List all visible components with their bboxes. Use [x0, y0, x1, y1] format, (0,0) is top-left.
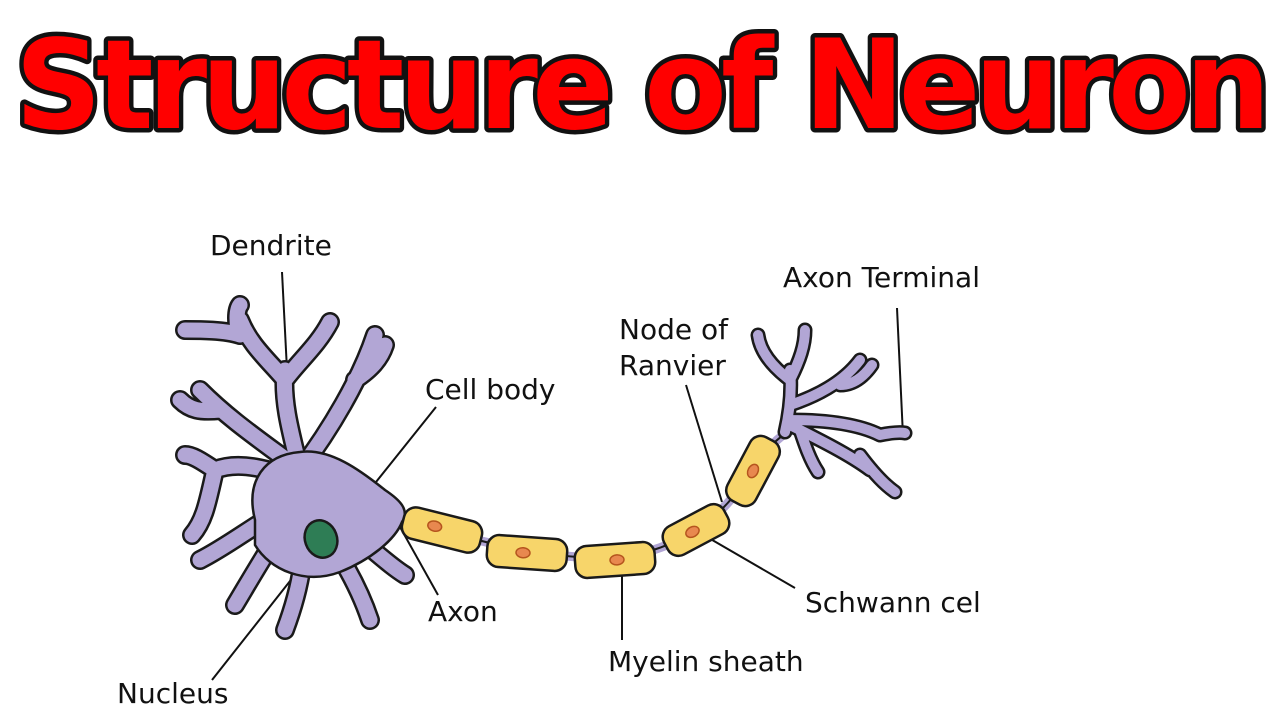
schwann-nucleus — [609, 554, 625, 566]
axon-leader — [399, 526, 439, 596]
node-of-ranvier-label: Node of Ranvier — [619, 312, 728, 385]
myelin-segment — [661, 502, 731, 558]
myelin-segment — [573, 540, 657, 580]
myelin-sheath-segments — [400, 434, 782, 580]
title-banner: Structure of Neuron — [11, 10, 1276, 161]
node-of-ranvier-leader — [685, 384, 723, 503]
schwann-nucleus — [427, 520, 443, 533]
myelin-segment — [724, 434, 782, 508]
schwann-nucleus — [746, 463, 760, 479]
schwann-nucleus — [515, 546, 531, 559]
leader-lines — [211, 271, 904, 681]
schwann-cell-label: Schwann cel — [805, 586, 981, 619]
schwann-nucleus — [685, 525, 700, 539]
page-title: Structure of Neuron — [15, 14, 1265, 158]
myelin-segment — [400, 506, 484, 554]
dendrite-leader — [281, 271, 288, 371]
axon-label: Axon — [428, 595, 498, 628]
myelin-sheath-label: Myelin sheath — [608, 645, 804, 678]
node-of-ranvier-line1: Node of — [619, 313, 728, 346]
myelin-segment — [485, 533, 569, 573]
neuron-diagram — [0, 160, 1280, 720]
cell-body-leader — [367, 406, 437, 493]
axon-terminal-leader — [896, 307, 904, 437]
nucleus-label: Nucleus — [117, 677, 229, 710]
neuron-illustration — [170, 271, 913, 681]
cell-body-label: Cell body — [425, 373, 556, 406]
node-of-ranvier-line2: Ranvier — [619, 349, 726, 383]
nucleus — [303, 519, 339, 559]
dendrite-label: Dendrite — [210, 229, 332, 262]
cell-body — [251, 450, 407, 579]
axon-terminal-branches — [750, 322, 913, 500]
axon-terminal-label: Axon Terminal — [783, 261, 980, 294]
